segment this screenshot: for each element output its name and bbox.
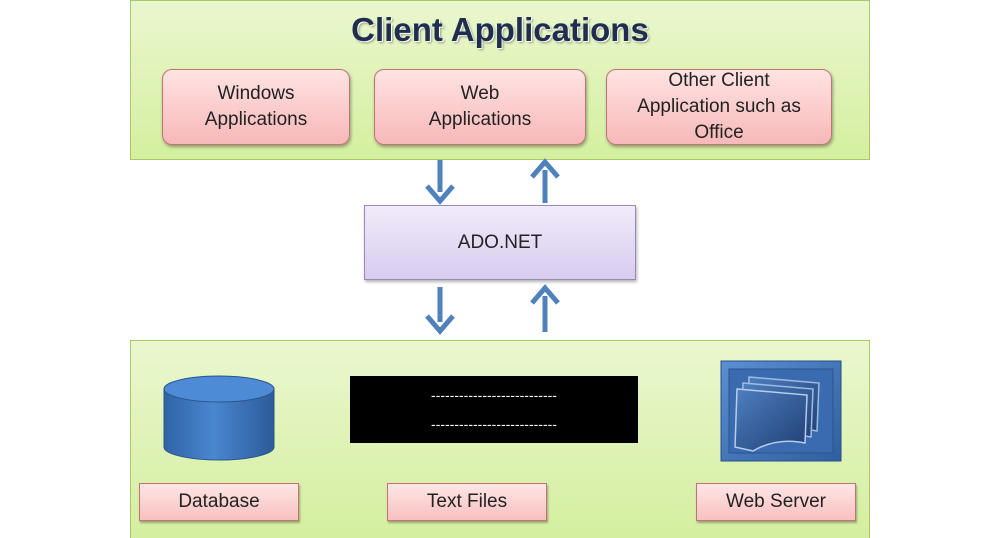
client-applications-panel: Client Applications Windows Applications…	[130, 0, 870, 160]
web-applications-line-2: Applications	[428, 109, 532, 130]
other-client-line-1: Other Client	[668, 70, 770, 91]
text-files-label: Text Files	[426, 491, 508, 512]
text-files-label-box: Text Files	[387, 483, 547, 521]
ado-net-box: ADO.NET	[364, 205, 636, 280]
windows-applications-line-1: Windows	[217, 83, 295, 104]
arrow-up-from-ado-icon	[530, 158, 560, 203]
database-label: Database	[178, 491, 260, 512]
panel-title: Client Applications	[351, 11, 649, 48]
database-cylinder-icon	[163, 375, 275, 461]
arrow-up-from-sources-icon	[530, 284, 560, 332]
text-file-line-2: ---------------------------	[431, 416, 557, 432]
other-client-applications-box: Other Client Application such as Office	[606, 69, 832, 145]
windows-applications-line-2: Applications	[204, 109, 308, 130]
web-server-label-box: Web Server	[696, 483, 856, 521]
windows-applications-box: Windows Applications	[162, 69, 350, 145]
text-file-line-1: ---------------------------	[431, 387, 557, 403]
ado-net-label: ADO.NET	[457, 231, 543, 253]
web-applications-line-1: Web	[460, 83, 500, 104]
web-server-icon	[720, 360, 842, 462]
web-applications-box: Web Applications	[374, 69, 586, 145]
text-file-icon: --------------------------- ------------…	[350, 376, 638, 443]
web-server-label: Web Server	[726, 491, 826, 512]
arrow-down-to-ado-icon	[425, 160, 455, 205]
data-sources-panel: --------------------------- ------------…	[130, 340, 870, 538]
database-label-box: Database	[139, 483, 299, 521]
other-client-line-3: Office	[694, 122, 744, 143]
arrow-down-to-sources-icon	[425, 287, 455, 335]
other-client-line-2: Application such as	[637, 96, 801, 117]
